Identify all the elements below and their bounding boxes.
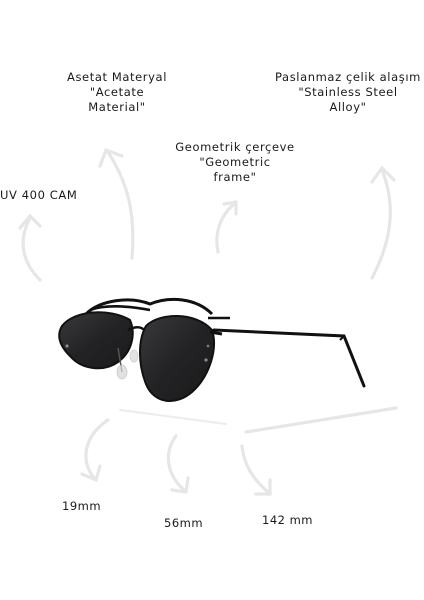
dimension-lens: 56mm [164, 516, 204, 530]
feature-steel-line2: "Stainless Steel [298, 85, 398, 99]
curved-arrow-icon [98, 147, 135, 260]
feature-steel-label: Paslanmaz çelik alaşım "Stainless Steel … [272, 70, 424, 115]
curved-arrow-icon [215, 200, 238, 254]
dimension-bridge: 19mm [62, 499, 102, 513]
feature-acetate-label: Asetat Materyal "Acetate Material" [52, 70, 182, 115]
feature-geometric-label: Geometrik çerçeve "Geometric frame" [170, 140, 300, 185]
feature-geometric-line2: "Geometric [199, 155, 271, 169]
feature-acetate-line1: Asetat Materyal [67, 70, 167, 84]
feature-steel-line1: Paslanmaz çelik alaşım [275, 70, 421, 84]
feature-acetate-line2: "Acetate [89, 85, 145, 99]
feature-uv-label: UV 400 CAM [0, 188, 77, 203]
curved-arrow-icon [166, 434, 190, 494]
curved-arrow-icon [240, 406, 398, 496]
feature-geometric-line1: Geometrik çerçeve [175, 140, 295, 154]
curved-arrow-icon [370, 165, 396, 280]
feature-uv-line1: UV 400 CAM [0, 188, 78, 202]
curved-arrow-icon [80, 418, 110, 483]
sunglasses-image [58, 297, 366, 403]
feature-geometric-line3: frame" [213, 170, 257, 184]
feature-acetate-line3: Material" [88, 100, 146, 114]
feature-steel-line3: Alloy" [329, 100, 367, 114]
dimension-temple: 142 mm [262, 513, 314, 527]
curved-arrow-icon [18, 213, 42, 282]
